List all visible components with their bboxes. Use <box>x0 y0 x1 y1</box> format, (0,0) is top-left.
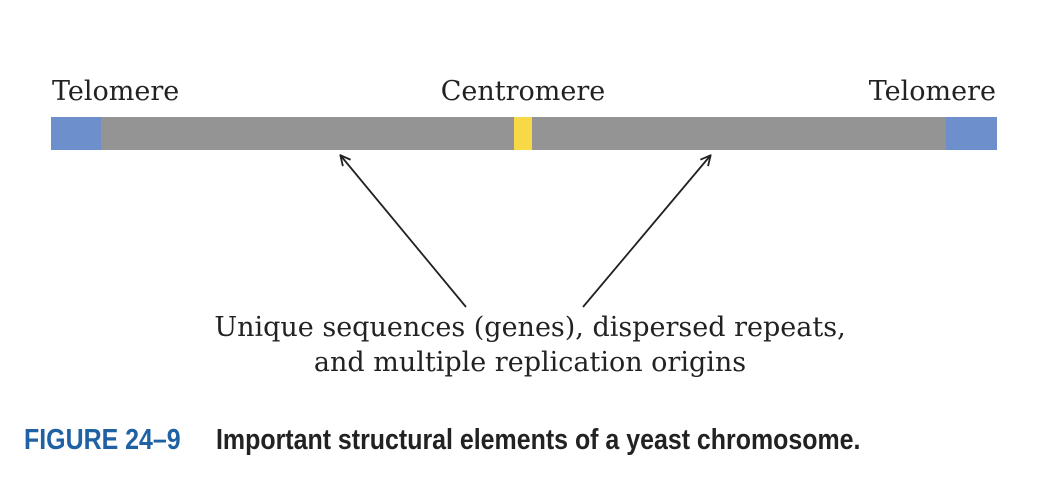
arrow-left <box>341 156 467 308</box>
telomere-left-label: Telomere <box>52 76 179 107</box>
chromosome-diagram: Telomere Centromere Telomere Unique sequ… <box>51 76 997 378</box>
telomere-left <box>51 117 101 150</box>
telomere-right <box>946 117 997 150</box>
telomere-right-label: Telomere <box>869 76 996 107</box>
figure-caption: FIGURE 24–9 Important structural elements… <box>24 420 966 460</box>
figure-title: Important structural elements of a yeast… <box>216 424 861 456</box>
arrow-right <box>582 156 710 308</box>
centromere-label: Centromere <box>441 76 606 107</box>
figure-number: FIGURE 24–9 <box>24 424 181 456</box>
annotation-line-1: Unique sequences (genes), dispersed repe… <box>214 312 845 343</box>
annotation-line-2: and multiple replication origins <box>314 347 746 378</box>
centromere <box>514 117 532 150</box>
